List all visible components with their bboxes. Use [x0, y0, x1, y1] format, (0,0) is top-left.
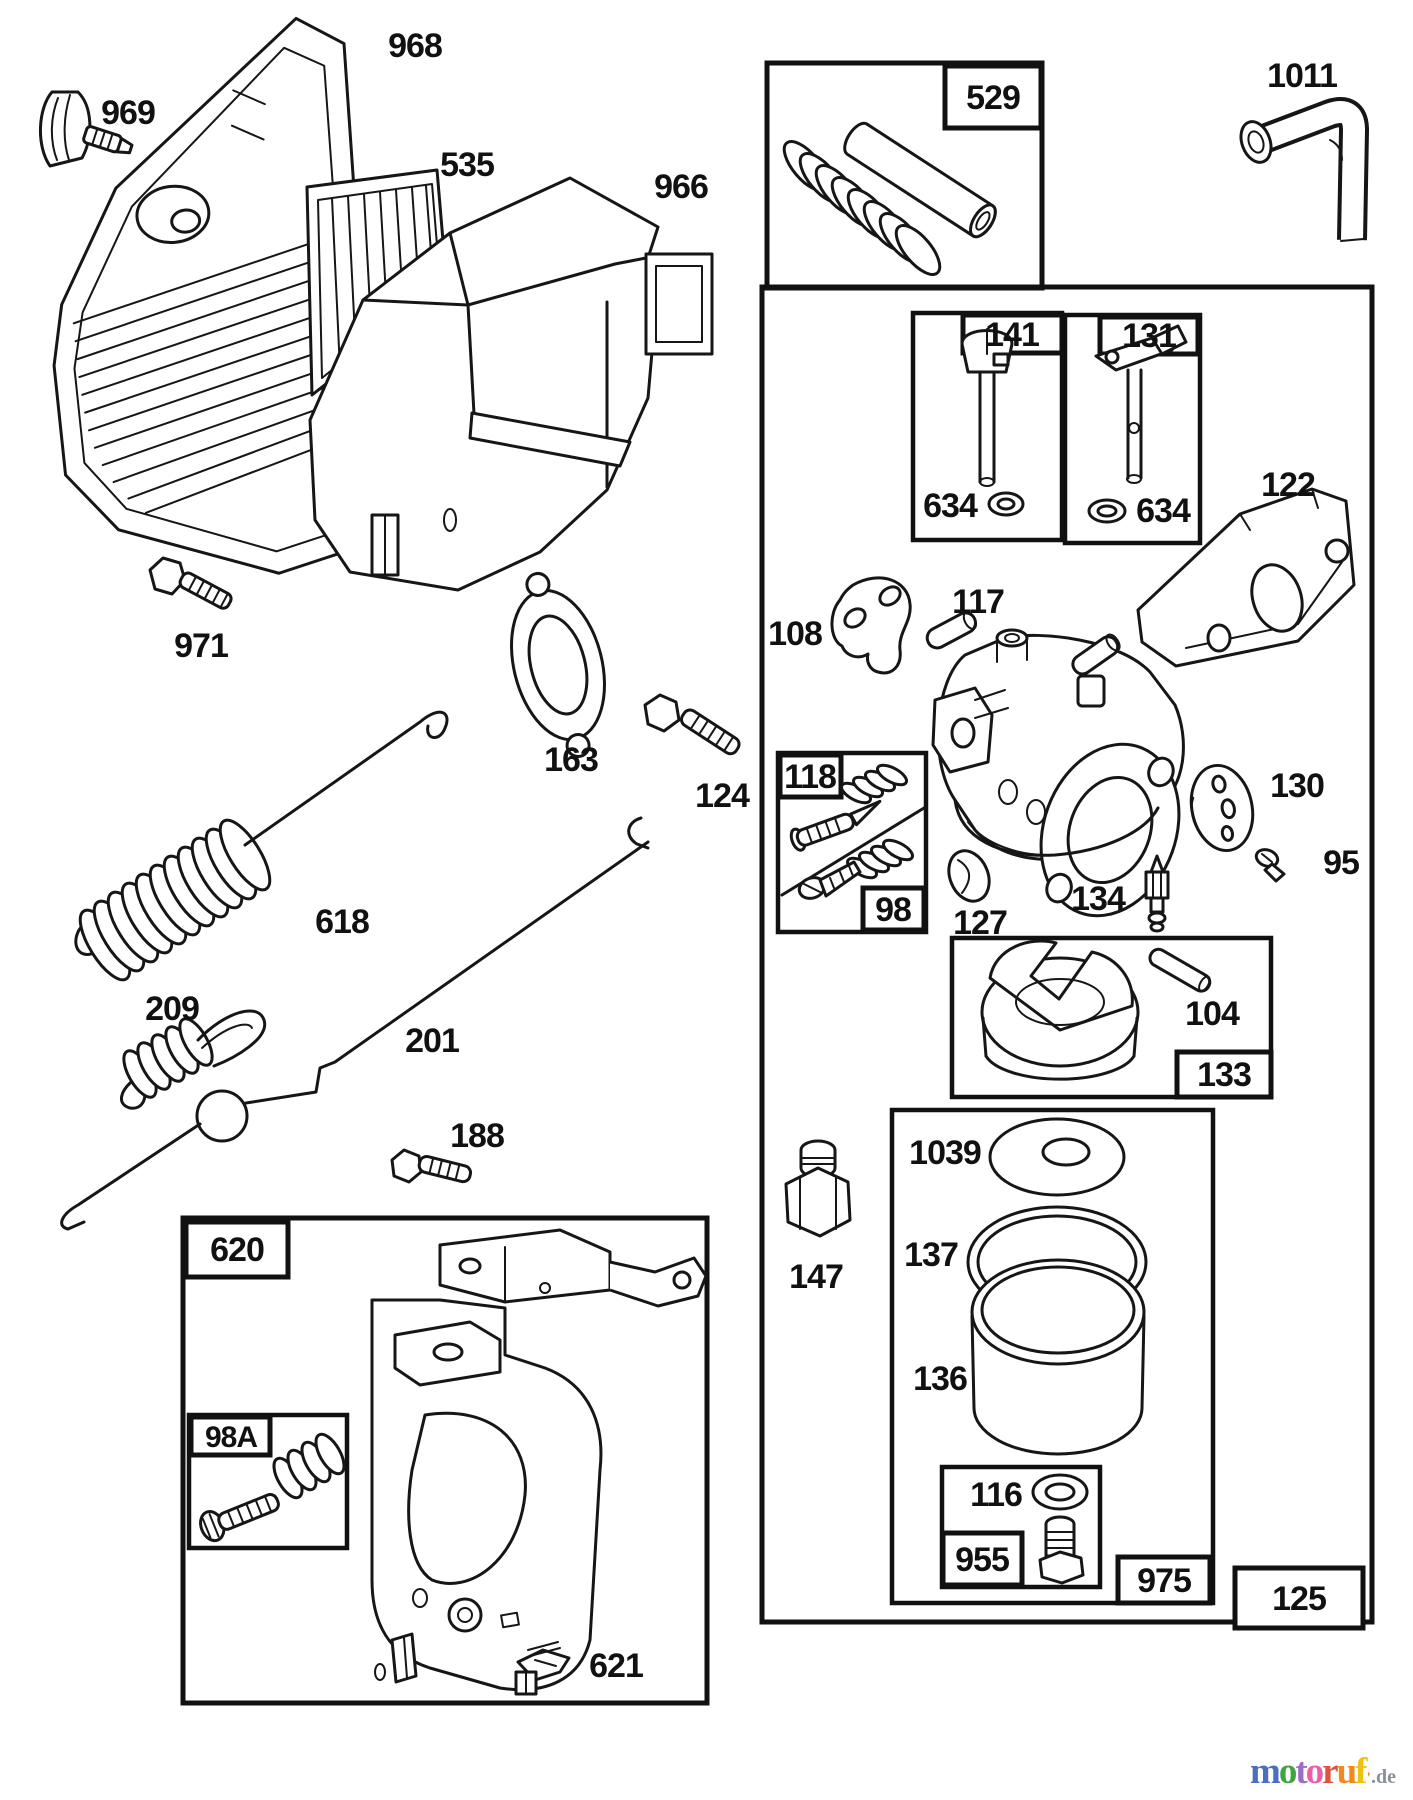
part-535-label: 535 [440, 146, 494, 184]
watermark-letter: r [1322, 1751, 1339, 1792]
part-618-label: 618 [315, 903, 369, 941]
part-108-plate-drawing [830, 576, 912, 675]
watermark-word: motoruf [1250, 1750, 1368, 1793]
part-955-bolt [1038, 1515, 1085, 1585]
watermark-letter: o [1305, 1751, 1324, 1792]
part-134-label: 134 [1071, 880, 1126, 918]
part-1039-label: 1039 [909, 1134, 981, 1172]
part-618-spring-drawing [74, 710, 449, 982]
part-634a-label: 634 [923, 487, 978, 525]
part-130-disc-drawing [1189, 763, 1255, 853]
part-1011-hose-drawing [1239, 97, 1369, 242]
part-118-98-kit-box [775, 750, 929, 935]
part-130-label: 130 [1270, 767, 1324, 805]
carburetor-group-box [759, 284, 1375, 1625]
part-124-bolt-drawing [643, 693, 741, 756]
watermark-letter: f [1355, 1751, 1367, 1792]
part-98a-screw-spring [199, 1432, 346, 1543]
part-125-label: 125 [1272, 1580, 1326, 1618]
part-116-955-kit-box [939, 1464, 1103, 1590]
watermark-letter: m [1250, 1751, 1281, 1792]
part-163-label: 163 [544, 741, 598, 779]
carburetor-body-drawing [931, 628, 1185, 918]
watermark-tick: ' [1366, 1770, 1372, 1787]
part-133-kit-box [949, 935, 1274, 1100]
part-122-spacer-drawing [1136, 487, 1356, 668]
part-966-blower-housing-cover-drawing [308, 176, 714, 592]
part-209-label: 209 [145, 990, 199, 1028]
part-122-label: 122 [1261, 466, 1315, 504]
part-117-label: 117 [952, 583, 1004, 621]
part-141-kit-box [910, 310, 1065, 543]
part-529-label: 529 [966, 79, 1020, 117]
watermark-letter: o [1278, 1751, 1297, 1792]
part-975-label: 975 [1137, 1562, 1191, 1600]
part-1011-label: 1011 [1267, 57, 1337, 95]
part-163-gasket-drawing [510, 571, 606, 759]
part-201-label: 201 [405, 1022, 459, 1060]
part-127-welch-plug-drawing [947, 849, 991, 903]
motoruf-watermark: motoruf'.de [1250, 1750, 1413, 1794]
part-133-label: 133 [1197, 1056, 1251, 1094]
part-125-kit-box [1232, 1565, 1366, 1631]
part-133-cup [980, 939, 1140, 1081]
part-118-label: 118 [784, 758, 836, 796]
part-134-needle-valve-drawing [1144, 854, 1170, 933]
part-209-spring-drawing [120, 1009, 267, 1110]
part-118-spring-a [839, 763, 909, 805]
part-116-label: 116 [970, 1476, 1022, 1514]
part-971-label: 971 [174, 627, 228, 665]
part-621-clip [514, 1641, 571, 1696]
watermark-letter: t [1295, 1751, 1307, 1792]
part-188-bolt-drawing [390, 1148, 473, 1184]
part-147-label: 147 [789, 1258, 843, 1296]
part-955-label: 955 [955, 1541, 1009, 1579]
part-188-label: 188 [450, 1117, 504, 1155]
part-98-screw [797, 860, 862, 900]
part-95-label: 95 [1323, 844, 1359, 882]
part-136-bowl [970, 1258, 1146, 1456]
part-620-kit-box [180, 1215, 710, 1706]
part-108-label: 108 [768, 615, 822, 653]
part-620-bracket [370, 1228, 708, 1692]
part-104-pin [1148, 947, 1212, 993]
part-136-label: 136 [913, 1360, 967, 1398]
part-147-nut-drawing [784, 1139, 852, 1238]
part-969-knob-drawing [39, 90, 134, 168]
part-124-label: 124 [695, 777, 750, 815]
part-968-air-cleaner-cover-drawing [52, 16, 380, 575]
watermark-letter: u [1336, 1751, 1358, 1792]
part-529-spring [782, 140, 942, 276]
part-118-needle-screw [789, 799, 882, 852]
part-141-label: 141 [985, 316, 1039, 354]
part-969-label: 969 [101, 94, 155, 132]
part-104-label: 104 [1185, 995, 1240, 1033]
part-201-rod-drawing [60, 816, 650, 1231]
part-127-label: 127 [953, 904, 1007, 942]
watermark-suffix: .de [1370, 1766, 1396, 1788]
part-634b-label: 634 [1136, 492, 1191, 530]
part-621-label: 621 [589, 1647, 643, 1685]
part-131-kit-box [1062, 312, 1203, 546]
part-966-label: 966 [654, 168, 708, 206]
part-968-label: 968 [388, 27, 442, 65]
part-95-screw-drawing [1254, 848, 1286, 883]
part-98a-label: 98A [205, 1421, 257, 1454]
part-117-pin-drawing [925, 611, 978, 650]
part-98-label: 98 [875, 891, 911, 929]
part-137-label: 137 [904, 1236, 958, 1274]
part-620-label: 620 [210, 1231, 264, 1269]
part-131-label: 131 [1122, 317, 1176, 355]
part-971-screw-drawing [148, 556, 233, 610]
part-529-kit-box [764, 60, 1045, 291]
